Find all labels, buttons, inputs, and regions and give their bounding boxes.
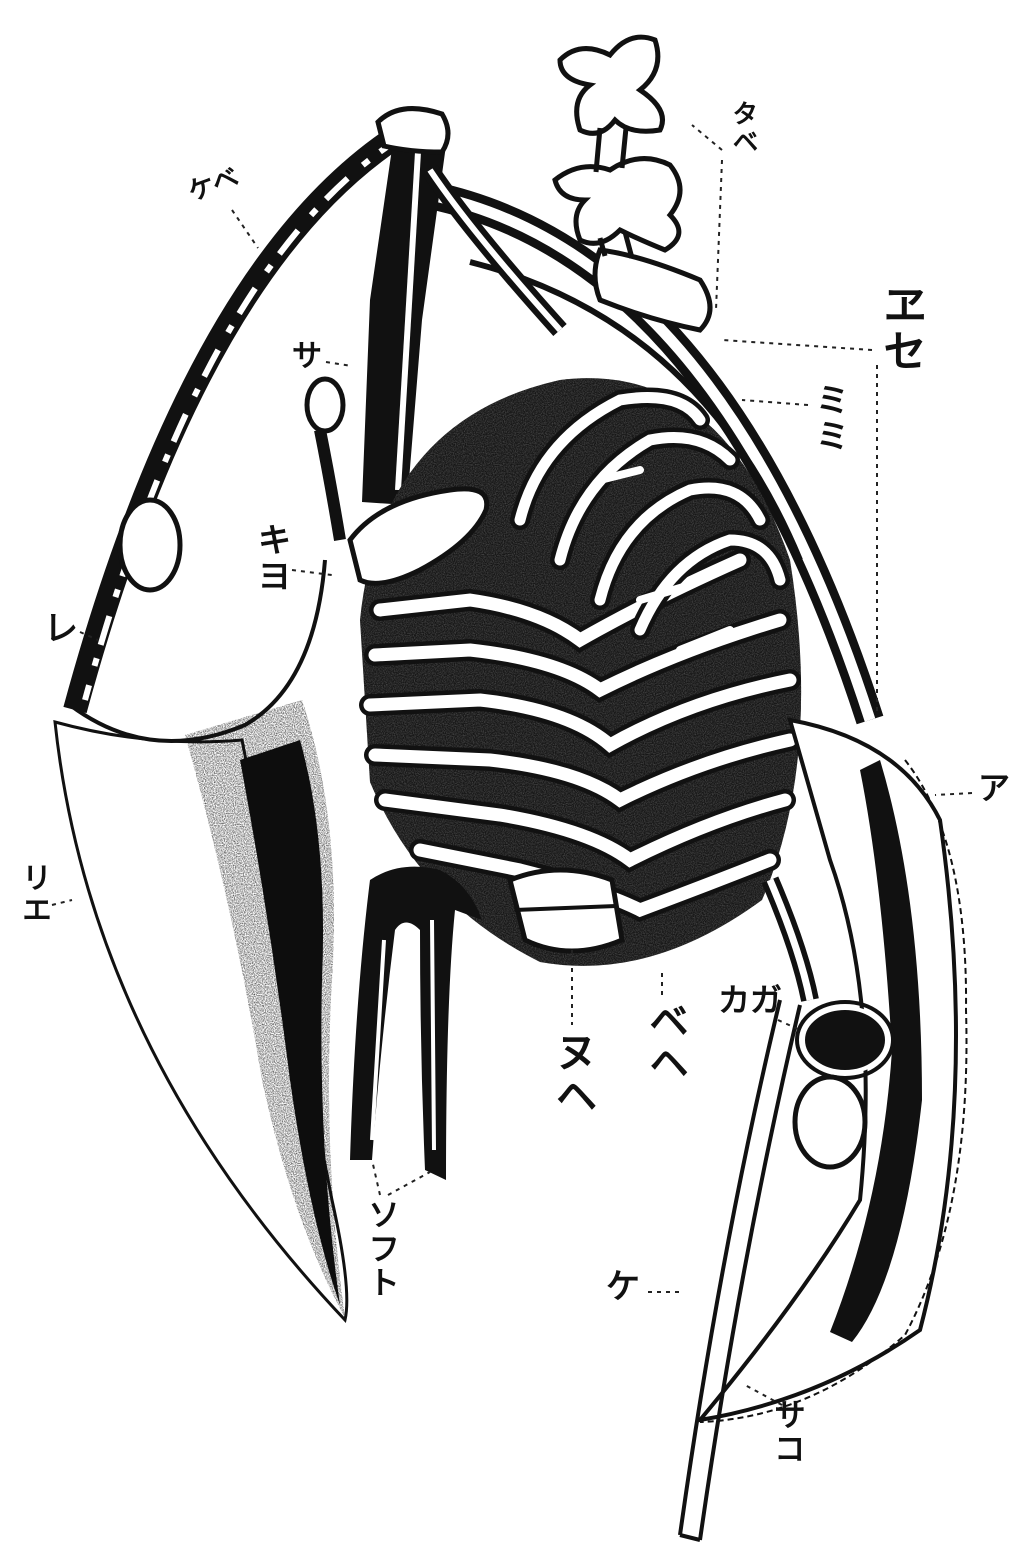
small-knob <box>307 379 343 431</box>
leader-sofuto <box>372 1160 430 1195</box>
label-sofuto: ソフト <box>366 1198 398 1300</box>
vertebra-top <box>560 37 663 133</box>
coracoid-head <box>378 109 448 152</box>
label-kiyo: キヨ <box>254 522 288 594</box>
label-a: ア <box>978 772 1010 804</box>
label-nuhe: ヌヘ <box>552 1030 594 1118</box>
leader-mimi <box>742 400 808 405</box>
leader-rie <box>52 900 72 905</box>
left-arc-bulge <box>120 500 180 590</box>
label-sako: サコ <box>772 1398 804 1466</box>
label-rie: リエ <box>18 862 48 926</box>
hanging-prongs <box>350 867 482 1180</box>
label-kaga: カガ <box>718 984 782 1016</box>
vertebra-middle <box>555 159 680 250</box>
left-arc-bone-highlight <box>85 135 405 700</box>
label-e-se: ヱセ <box>878 282 922 374</box>
leader-a <box>935 793 972 795</box>
label-ke: ケ <box>606 1270 640 1304</box>
vertebra-lower <box>595 250 710 330</box>
label-mimi: ミミ <box>812 382 846 454</box>
label-top-right: タベ <box>730 100 756 156</box>
white-oval <box>795 1077 865 1167</box>
leader-sa <box>326 362 352 366</box>
leader-top-left <box>232 210 258 248</box>
label-sa: サ <box>292 342 322 372</box>
dark-oval <box>803 1008 887 1072</box>
small-knob-stalk <box>320 430 340 540</box>
label-re: レ <box>44 612 78 646</box>
long-rod-end <box>680 1535 700 1540</box>
label-behe: ベヘ <box>645 1000 685 1084</box>
